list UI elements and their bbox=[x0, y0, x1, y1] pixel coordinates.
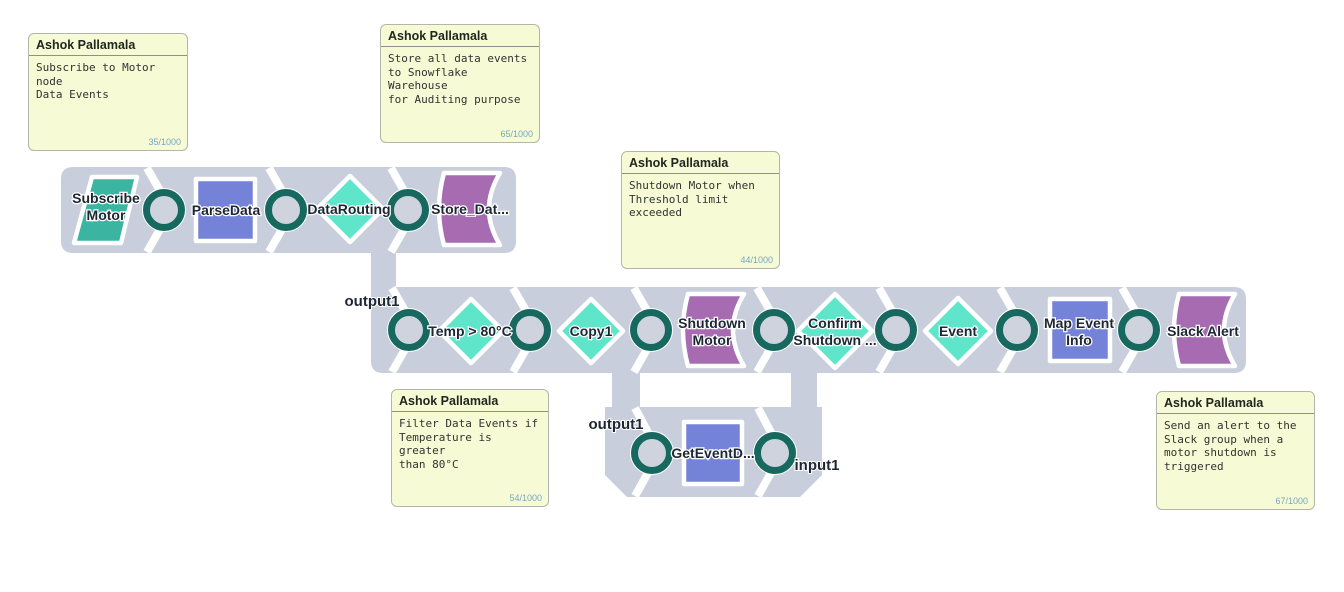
snap-label-confirm-shutdown-1: Confirm bbox=[808, 315, 862, 331]
snap-parse-data[interactable] bbox=[193, 176, 258, 244]
snap-label-slack-alert: Slack Alert bbox=[1167, 323, 1239, 339]
port-label-input1-row3: input1 bbox=[795, 457, 840, 474]
note-char-counter: 67/1000 bbox=[1275, 496, 1308, 506]
pipeline-track-row2 bbox=[371, 253, 1246, 373]
port-label-output1-row3: output1 bbox=[589, 416, 644, 433]
snap-label-parse-data: ParseData bbox=[192, 202, 261, 218]
note-author: Ashok Pallamala bbox=[29, 34, 187, 56]
snap-store-data[interactable] bbox=[436, 170, 503, 248]
note-char-counter: 35/1000 bbox=[148, 137, 181, 147]
snap-data-routing[interactable] bbox=[314, 173, 386, 245]
snap-label-shutdown-motor-1: Shutdown bbox=[678, 315, 746, 331]
connector-port[interactable] bbox=[752, 308, 796, 352]
connector-port[interactable] bbox=[995, 308, 1039, 352]
snap-subscribe-motor[interactable] bbox=[71, 174, 140, 246]
note-author: Ashok Pallamala bbox=[1157, 392, 1314, 414]
connector-port[interactable] bbox=[1117, 308, 1161, 352]
note-author: Ashok Pallamala bbox=[381, 25, 539, 47]
connector-port[interactable] bbox=[753, 431, 797, 475]
snap-label-map-event-info-1: Map Event bbox=[1044, 315, 1114, 331]
connector-port[interactable] bbox=[264, 188, 308, 232]
snap-get-event-details[interactable] bbox=[681, 419, 745, 487]
sticky-note-shutdown[interactable]: Ashok Pallamala Shutdown Motor when Thre… bbox=[621, 151, 780, 269]
port-label-output1-row2: output1 bbox=[345, 293, 400, 310]
note-author: Ashok Pallamala bbox=[622, 152, 779, 174]
snap-shutdown-motor[interactable] bbox=[680, 291, 747, 369]
note-char-counter: 44/1000 bbox=[740, 255, 773, 265]
sticky-note-filter[interactable]: Ashok Pallamala Filter Data Events if Te… bbox=[391, 389, 549, 507]
snap-map-event-info[interactable] bbox=[1047, 296, 1113, 364]
snap-label-store-data: Store_Dat... bbox=[431, 201, 509, 217]
snap-label-event: Event bbox=[939, 323, 977, 339]
note-body[interactable]: Filter Data Events if Temperature is gre… bbox=[399, 417, 539, 471]
snap-confirm-shutdown[interactable] bbox=[795, 291, 875, 371]
sticky-note-subscribe[interactable]: Ashok Pallamala Subscribe to Motor node … bbox=[28, 33, 188, 151]
snap-event[interactable] bbox=[922, 295, 994, 367]
snap-label-shutdown-motor-2: Motor bbox=[693, 332, 732, 348]
snap-label-subscribe-motor-1: Subscribe bbox=[72, 190, 140, 206]
connector-port[interactable] bbox=[387, 308, 431, 352]
connector-port[interactable] bbox=[874, 308, 918, 352]
snap-label-get-event-details: GetEventD... bbox=[671, 445, 754, 461]
connector-port[interactable] bbox=[629, 308, 673, 352]
connector-port[interactable] bbox=[142, 188, 186, 232]
snap-copy1[interactable] bbox=[556, 296, 626, 366]
sticky-note-snowflake[interactable]: Ashok Pallamala Store all data events to… bbox=[380, 24, 540, 143]
note-char-counter: 65/1000 bbox=[500, 129, 533, 139]
snap-label-subscribe-motor-2: Motor bbox=[87, 207, 126, 223]
snap-label-confirm-shutdown-2: Shutdown ... bbox=[793, 332, 876, 348]
snap-label-data-routing: DataRouting bbox=[307, 201, 390, 217]
note-char-counter: 54/1000 bbox=[509, 493, 542, 503]
snap-label-map-event-info-2: Info bbox=[1066, 332, 1092, 348]
note-body[interactable]: Shutdown Motor when Threshold limit exce… bbox=[629, 179, 755, 219]
snap-label-copy1: Copy1 bbox=[570, 323, 613, 339]
note-body[interactable]: Subscribe to Motor node Data Events bbox=[36, 61, 156, 101]
connector-port[interactable] bbox=[630, 431, 674, 475]
note-body[interactable]: Store all data events to Snowflake Wareh… bbox=[388, 52, 528, 106]
note-author: Ashok Pallamala bbox=[392, 390, 548, 412]
connector-port[interactable] bbox=[508, 308, 552, 352]
snap-slack-alert[interactable] bbox=[1171, 291, 1238, 369]
sticky-note-slack[interactable]: Ashok Pallamala Send an alert to the Sla… bbox=[1156, 391, 1315, 510]
note-body[interactable]: Send an alert to the Slack group when a … bbox=[1164, 419, 1297, 473]
connector-port[interactable] bbox=[386, 188, 430, 232]
snap-label-temp-filter: Temp > 80°C bbox=[428, 323, 512, 339]
snap-temp-filter[interactable] bbox=[436, 296, 506, 366]
